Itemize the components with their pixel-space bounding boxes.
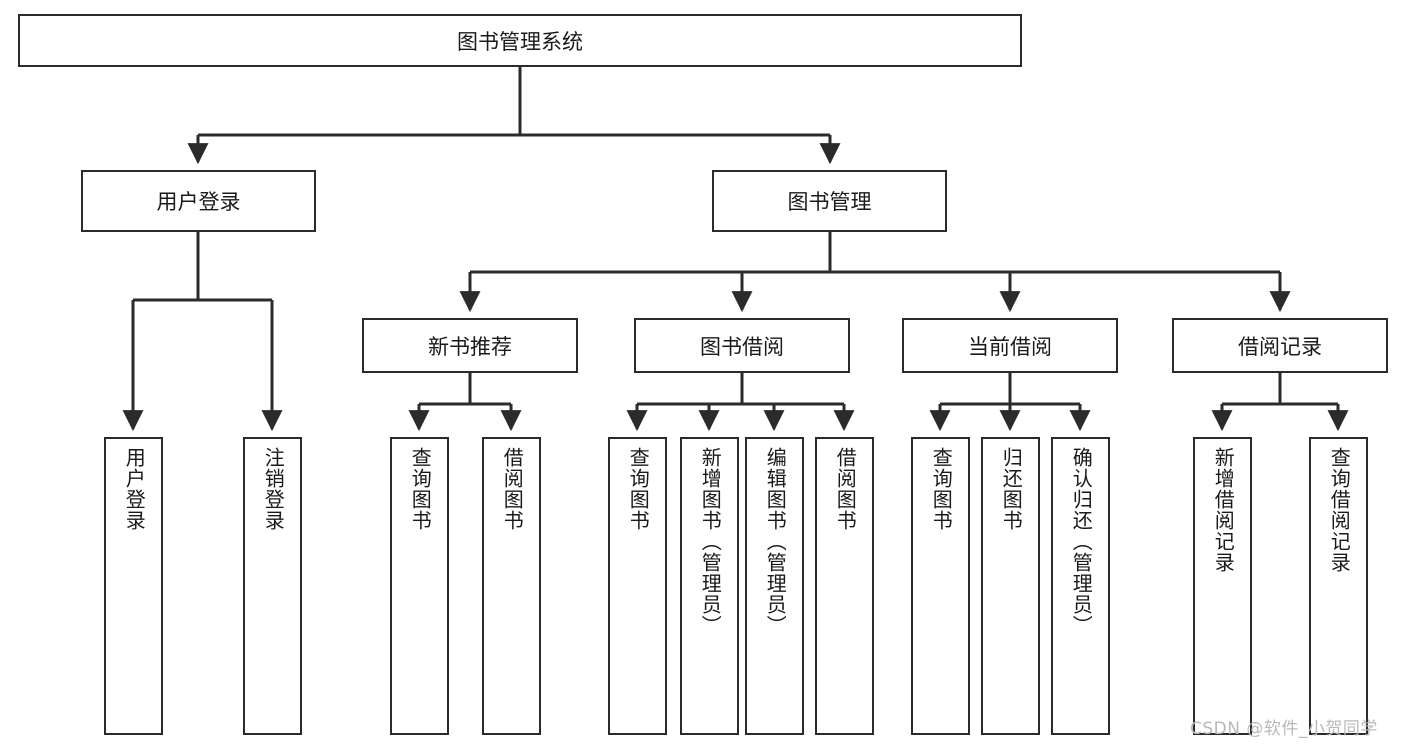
node-leaf-query-record[interactable]: 查询借阅记录: [1309, 437, 1368, 735]
leaf-label: 用户登录: [122, 447, 147, 531]
node-leaf-add-book[interactable]: 新增图书（管理员）: [680, 437, 739, 735]
node-user-login[interactable]: 用户登录: [81, 170, 316, 232]
node-new-book-rec[interactable]: 新书推荐: [362, 318, 578, 373]
node-leaf-logout[interactable]: 注销登录: [243, 437, 302, 735]
node-book-manage[interactable]: 图书管理: [712, 170, 947, 232]
leaf-label: 借阅图书: [500, 447, 525, 531]
node-leaf-query-book-3[interactable]: 查询图书: [911, 437, 970, 735]
node-borrow-record[interactable]: 借阅记录: [1172, 318, 1388, 373]
node-root[interactable]: 图书管理系统: [18, 14, 1022, 67]
leaf-label: 借阅图书: [833, 447, 858, 531]
node-leaf-borrow-book-2[interactable]: 借阅图书: [815, 437, 874, 735]
node-current-borrow[interactable]: 当前借阅: [902, 318, 1118, 373]
node-leaf-query-book-1[interactable]: 查询图书: [390, 437, 449, 735]
leaf-label: 查询图书: [929, 447, 954, 531]
node-leaf-edit-book[interactable]: 编辑图书（管理员）: [745, 437, 804, 735]
leaf-label: 新增借阅记录: [1211, 447, 1236, 573]
node-leaf-confirm-return[interactable]: 确认归还（管理员）: [1051, 437, 1110, 735]
node-book-borrow[interactable]: 图书借阅: [634, 318, 850, 373]
leaf-label: 查询借阅记录: [1327, 447, 1352, 573]
node-leaf-user-login[interactable]: 用户登录: [104, 437, 163, 735]
leaf-label: 编辑图书（管理员）: [763, 447, 788, 636]
leaf-label: 归还图书: [999, 447, 1024, 531]
leaf-label: 确认归还（管理员）: [1069, 447, 1094, 636]
leaf-label: 注销登录: [261, 447, 286, 531]
node-leaf-query-book-2[interactable]: 查询图书: [608, 437, 667, 735]
node-leaf-return-book[interactable]: 归还图书: [981, 437, 1040, 735]
node-leaf-add-record[interactable]: 新增借阅记录: [1193, 437, 1252, 735]
node-leaf-borrow-book-1[interactable]: 借阅图书: [482, 437, 541, 735]
leaf-label: 查询图书: [626, 447, 651, 531]
leaf-label: 新增图书（管理员）: [698, 447, 723, 636]
csdn-watermark: CSDN @软件_小贺同学: [1190, 719, 1378, 739]
leaf-label: 查询图书: [408, 447, 433, 531]
